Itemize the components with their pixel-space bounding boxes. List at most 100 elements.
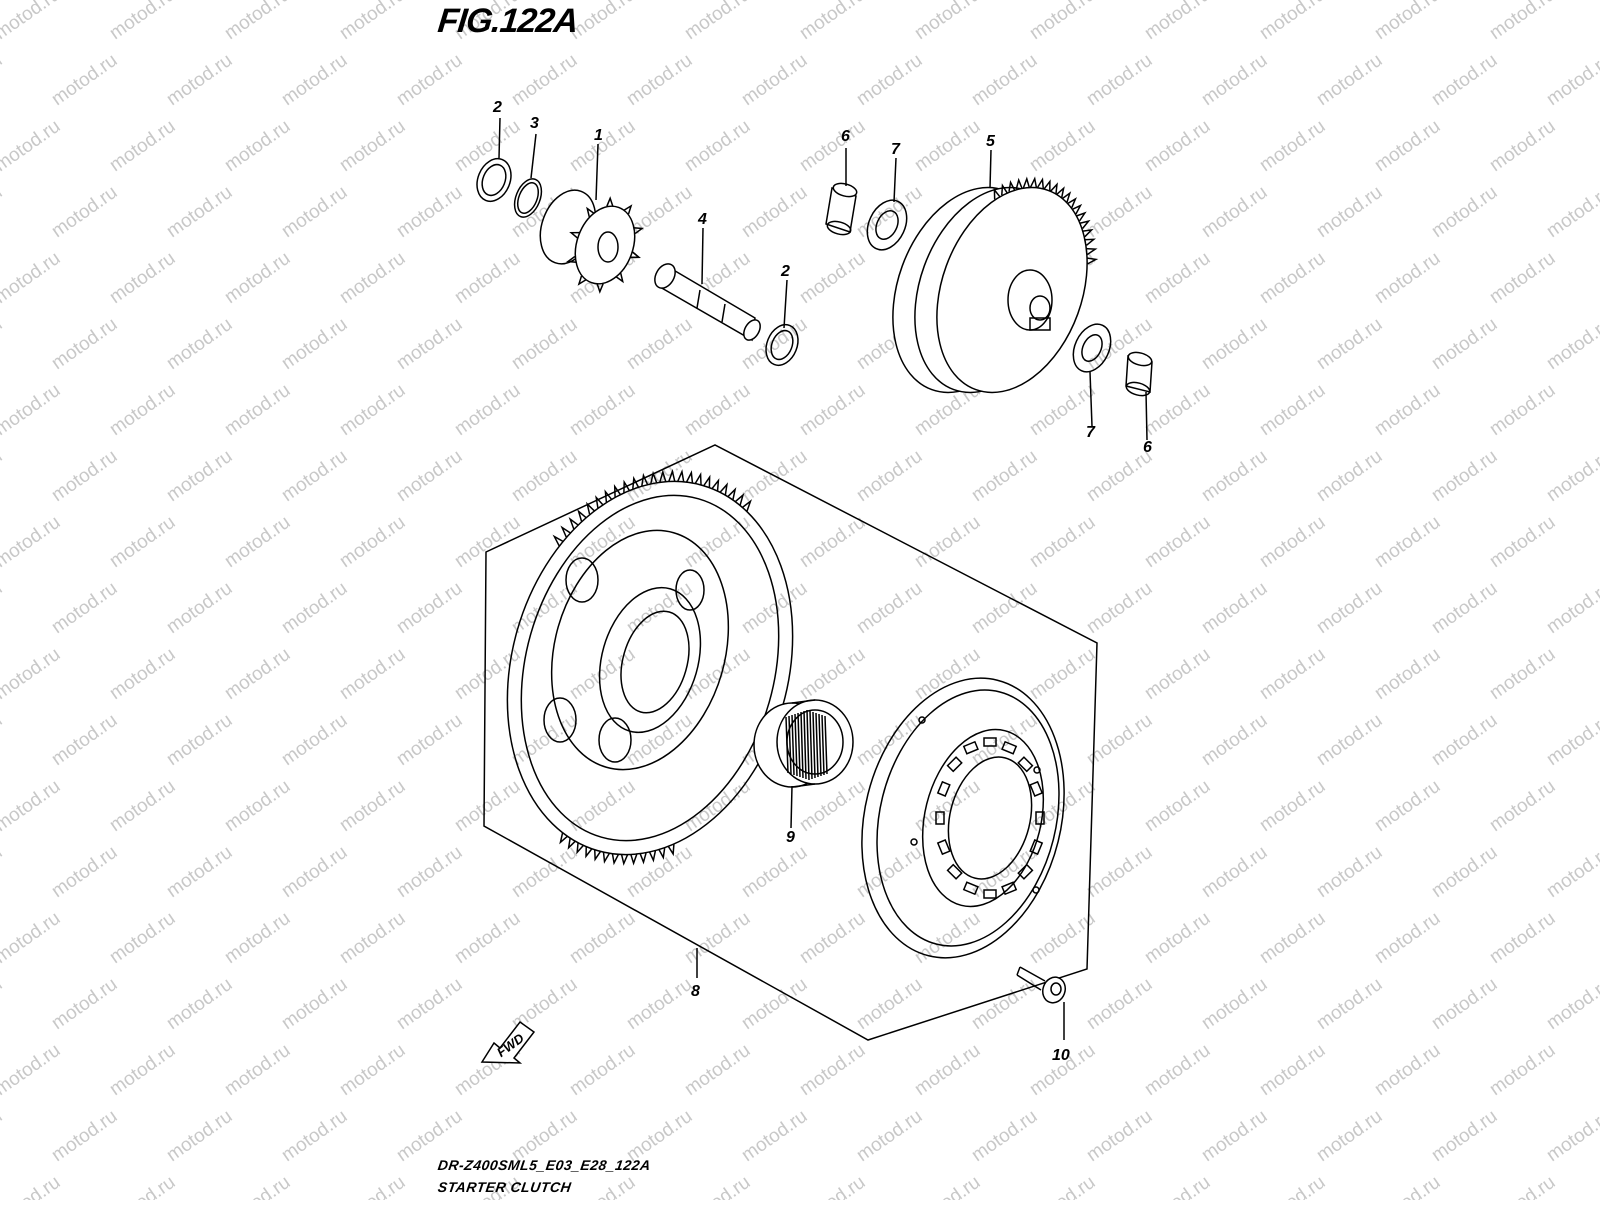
- watermark-text: motod.ru: [1486, 644, 1559, 704]
- watermark-text: motod.ru: [48, 1106, 121, 1166]
- watermark-text: motod.ru: [508, 314, 581, 374]
- watermark-text: motod.ru: [1256, 644, 1329, 704]
- watermark-text: motod.ru: [796, 248, 869, 308]
- watermark-text: motod.ru: [221, 1040, 294, 1100]
- watermark-text: motod.ru: [393, 50, 466, 110]
- watermark-text: motod.ru: [853, 446, 926, 506]
- needle-roller: [809, 710, 813, 780]
- watermark-text: motod.ru: [1486, 776, 1559, 836]
- watermark-text: motod.ru: [1428, 974, 1501, 1034]
- watermark-text: motod.ru: [566, 512, 639, 572]
- watermark-text: motod.ru: [1371, 1040, 1444, 1100]
- watermark-text: motod.ru: [106, 248, 179, 308]
- watermark-text: motod.ru: [451, 776, 524, 836]
- callout-label: 7: [1086, 424, 1096, 441]
- watermark-text: motod.ru: [1428, 50, 1501, 110]
- watermark-text: motod.ru: [336, 116, 409, 176]
- watermark-text: motod.ru: [278, 974, 351, 1034]
- needle-roller: [791, 714, 795, 776]
- primary-gear-teeth: [993, 176, 1099, 265]
- watermark-text: motod.ru: [0, 776, 64, 836]
- watermark-text: motod.ru: [278, 578, 351, 638]
- gear-tooth: [1029, 176, 1038, 189]
- watermark-text: motod.ru: [853, 1106, 926, 1166]
- watermark-text: motod.ru: [336, 0, 409, 44]
- watermark-text: motod.ru: [508, 578, 581, 638]
- watermark-text: motod.ru: [1141, 776, 1214, 836]
- watermark-text: motod.ru: [48, 182, 121, 242]
- gear-tooth: [1085, 247, 1098, 256]
- watermark-text: motod.ru: [106, 380, 179, 440]
- watermark-text: motod.ru: [163, 314, 236, 374]
- watermark-text: motod.ru: [1083, 1106, 1156, 1166]
- watermark-text: motod.ru: [1543, 710, 1600, 770]
- watermark-text: motod.ru: [911, 1172, 984, 1200]
- gear-tooth: [633, 227, 645, 235]
- watermark-text: motod.ru: [1141, 1040, 1214, 1100]
- watermark-text: motod.ru: [1141, 1172, 1214, 1200]
- callout-label: 9: [786, 829, 795, 846]
- watermark-text: motod.ru: [336, 248, 409, 308]
- watermark-text: motod.ru: [738, 1106, 811, 1166]
- gear-tooth: [1056, 186, 1065, 198]
- watermark-text: motod.ru: [163, 578, 236, 638]
- watermark-text: motod.ru: [796, 116, 869, 176]
- sprag: [1001, 881, 1018, 896]
- callout-label: 4: [697, 211, 707, 228]
- watermark-text: motod.ru: [1371, 248, 1444, 308]
- needle-roller: [818, 713, 822, 777]
- callout-layer: 2 3 1 4 2 6 7 5 7 6 9 8 10: [492, 99, 1152, 1064]
- sprag: [962, 881, 979, 896]
- starter-driven-gear: [506, 468, 794, 866]
- watermark-text: motod.ru: [0, 1172, 64, 1200]
- watermark-text: motod.ru: [0, 1040, 64, 1100]
- watermark-text: motod.ru: [48, 314, 121, 374]
- callout-label: 2: [492, 99, 502, 116]
- watermark-text: motod.ru: [566, 776, 639, 836]
- callout-label: 2: [780, 263, 790, 280]
- watermark-text: motod.ru: [0, 50, 6, 110]
- sprag: [1017, 756, 1034, 773]
- watermark-text: motod.ru: [1141, 248, 1214, 308]
- watermark-text: motod.ru: [451, 908, 524, 968]
- watermark-text: motod.ru: [393, 842, 466, 902]
- watermark-text: motod.ru: [1428, 842, 1501, 902]
- watermark-text: motod.ru: [681, 1172, 754, 1200]
- one-way-clutch: [861, 677, 1065, 959]
- watermark-text: motod.ru: [796, 1040, 869, 1100]
- watermark-text: motod.ru: [163, 446, 236, 506]
- watermark-text: motod.ru: [1198, 974, 1271, 1034]
- needle-roller: [800, 711, 804, 779]
- needle-roller: [824, 715, 828, 775]
- watermark-text: motod.ru: [1083, 842, 1156, 902]
- watermark-text: motod.ru: [1198, 1106, 1271, 1166]
- watermark-text: motod.ru: [1256, 0, 1329, 44]
- watermark-text: motod.ru: [336, 380, 409, 440]
- gear-tooth: [615, 272, 624, 284]
- watermark-text: motod.ru: [1428, 578, 1501, 638]
- watermark-text: motod.ru: [0, 182, 6, 242]
- watermark-text: motod.ru: [1313, 842, 1386, 902]
- gear-tooth: [1015, 177, 1023, 190]
- needle-roller: [794, 713, 798, 777]
- watermark-text: motod.ru: [221, 644, 294, 704]
- watermark-text: motod.ru: [1256, 116, 1329, 176]
- watermark-text: motod.ru: [163, 182, 236, 242]
- watermark-text: motod.ru: [968, 446, 1041, 506]
- gear-tooth: [658, 847, 666, 860]
- watermark-text: motod.ru: [163, 710, 236, 770]
- fwd-arrow: FWD: [480, 1020, 536, 1064]
- watermark-text: motod.ru: [1313, 314, 1386, 374]
- washer-2: [476, 157, 512, 203]
- watermark-text: motod.ru: [48, 974, 121, 1034]
- watermark-text: motod.ru: [0, 248, 64, 308]
- watermark-text: motod.ru: [106, 644, 179, 704]
- watermark-text: motod.ru: [1141, 644, 1214, 704]
- watermark-text: motod.ru: [1313, 446, 1386, 506]
- watermark-text: motod.ru: [393, 710, 466, 770]
- watermark-text: motod.ru: [1141, 0, 1214, 44]
- gear-tooth: [1082, 228, 1094, 238]
- watermark-text: motod.ru: [1026, 776, 1099, 836]
- watermark-text: motod.ru: [853, 578, 926, 638]
- watermark-text: motod.ru: [681, 776, 754, 836]
